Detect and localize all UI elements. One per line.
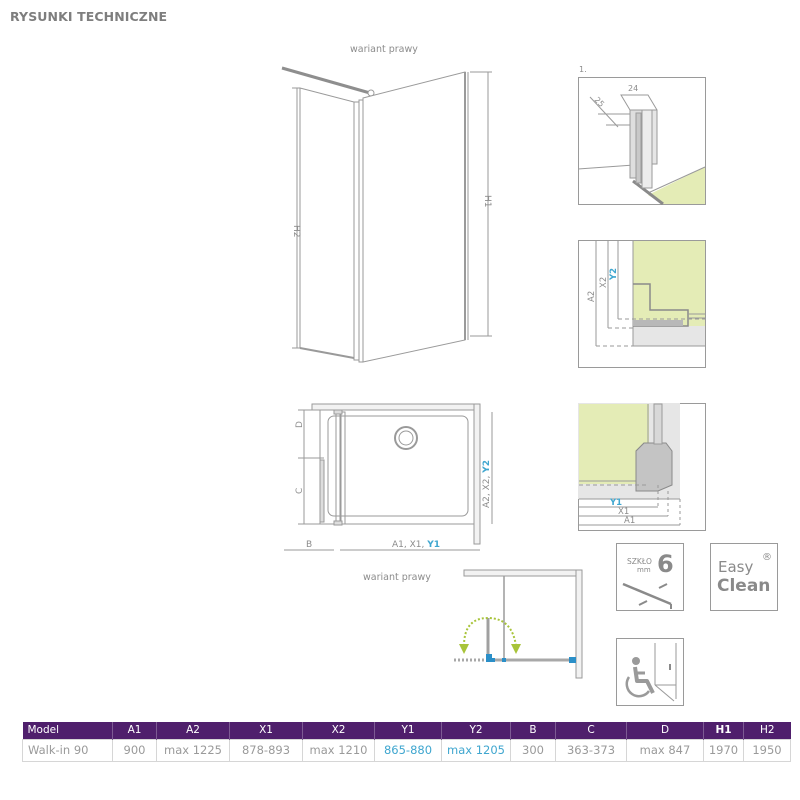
cell-a2: max 1225 bbox=[156, 738, 230, 762]
dim-24: 24 bbox=[628, 84, 638, 93]
a1-label: A1 bbox=[624, 516, 635, 526]
wheelchair-icon bbox=[625, 643, 677, 702]
cell-b: 300 bbox=[510, 738, 556, 762]
y1-label: Y1 bbox=[609, 498, 622, 508]
cell-y1: 865-880 bbox=[374, 738, 442, 762]
h2-label: H2 bbox=[291, 225, 301, 238]
c-label: C bbox=[295, 488, 305, 494]
side-detail: A2 X2 Y2 bbox=[578, 240, 706, 368]
col-h1: H1 bbox=[703, 722, 744, 739]
col-a2: A2 bbox=[156, 722, 230, 739]
col-y1: Y1 bbox=[374, 722, 442, 739]
elevation-caption: wariant prawy bbox=[350, 44, 418, 55]
width-dim-prefix: A1, X1, bbox=[392, 540, 427, 550]
easy-clean-badge: Easy ® Clean bbox=[710, 543, 778, 611]
glass-unit: mm bbox=[637, 566, 651, 574]
cell-d: max 847 bbox=[626, 738, 704, 762]
cell-x2: max 1210 bbox=[302, 738, 375, 762]
glass-pane-icon bbox=[622, 582, 672, 609]
plan-drawing: D C B A1, X1, Y1 A2, X2, Y2 bbox=[284, 403, 493, 551]
x2-label: X2 bbox=[599, 277, 609, 288]
a2-label: A2 bbox=[587, 291, 597, 302]
col-x1: X1 bbox=[229, 722, 303, 739]
depth-dim-accent: Y2 bbox=[482, 460, 492, 474]
detail-number: 1. bbox=[579, 65, 587, 74]
accessible-badge bbox=[616, 638, 684, 706]
swing-plan-drawing bbox=[454, 569, 583, 679]
col-a1: A1 bbox=[112, 722, 157, 739]
registered-mark: ® bbox=[762, 552, 772, 563]
glass-thickness-badge: SZKŁO mm 6 bbox=[616, 543, 684, 611]
col-h2: H2 bbox=[743, 722, 791, 739]
col-model: Model bbox=[22, 722, 113, 739]
cell-c: 363-373 bbox=[555, 738, 627, 762]
bottom-detail: Y1 X1 A1 bbox=[578, 403, 706, 531]
easy-text: Easy bbox=[718, 558, 754, 576]
col-d: D bbox=[626, 722, 704, 739]
cell-y2: max 1205 bbox=[441, 738, 511, 762]
d-label: D bbox=[295, 421, 305, 428]
width-dim-label: A1, X1, Y1 bbox=[392, 540, 440, 550]
glass-value: 6 bbox=[657, 550, 674, 578]
x1-label: X1 bbox=[618, 507, 629, 517]
cell-a1: 900 bbox=[112, 738, 157, 762]
page-title: RYSUNKI TECHNICZNE bbox=[10, 9, 168, 24]
clean-text: Clean bbox=[717, 576, 771, 596]
col-c: C bbox=[555, 722, 627, 739]
h1-label: H1 bbox=[482, 195, 492, 208]
depth-dim-label: A2, X2, Y2 bbox=[482, 460, 492, 508]
width-dim-accent: Y1 bbox=[426, 540, 440, 550]
col-x2: X2 bbox=[302, 722, 375, 739]
b-label: B bbox=[306, 540, 312, 550]
y2-label: Y2 bbox=[609, 268, 619, 281]
cell-model: Walk-in 90 bbox=[22, 738, 113, 762]
spec-table: Model A1 A2 X1 X2 Y1 Y2 B C D H1 H2 Walk… bbox=[22, 722, 791, 762]
table-header-row: Model A1 A2 X1 X2 Y1 Y2 B C D H1 H2 bbox=[22, 722, 791, 739]
cell-h2: 1950 bbox=[743, 738, 791, 762]
elevation-drawing: H2 H1 bbox=[281, 66, 492, 363]
cell-h1: 1970 bbox=[703, 738, 744, 762]
depth-dim-prefix: A2, X2, bbox=[482, 473, 492, 508]
table-row: Walk-in 90 900 max 1225 878-893 max 1210… bbox=[22, 738, 791, 762]
cell-x1: 878-893 bbox=[229, 738, 303, 762]
col-b: B bbox=[510, 722, 556, 739]
swing-caption: wariant prawy bbox=[363, 572, 431, 583]
profile-detail: 25 24 bbox=[578, 77, 706, 205]
glass-word: SZKŁO bbox=[627, 557, 652, 566]
col-y2: Y2 bbox=[441, 722, 511, 739]
